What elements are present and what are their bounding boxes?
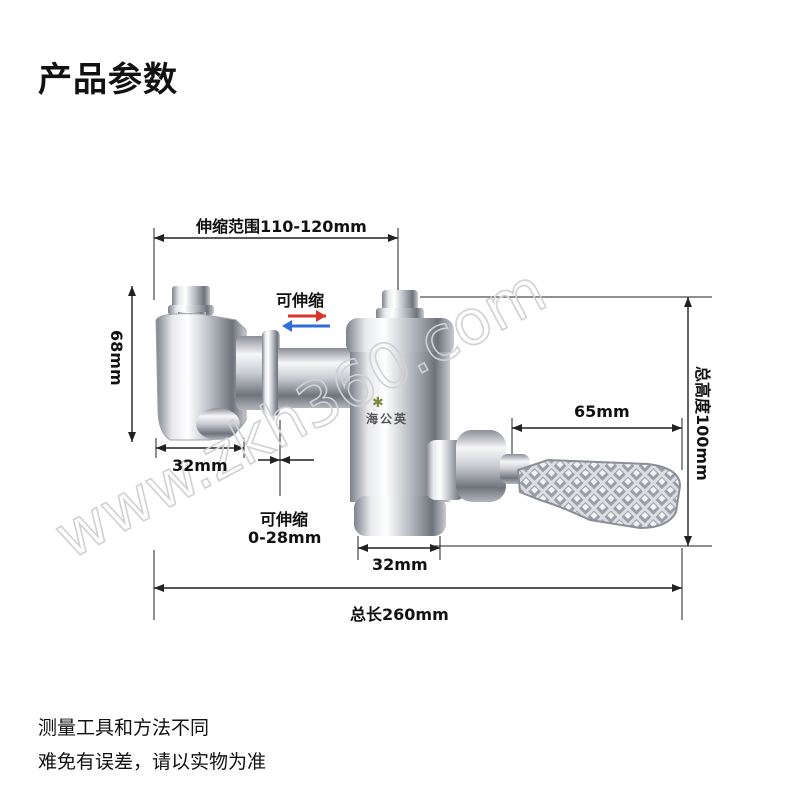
flush-valve [155, 286, 682, 536]
total-height-dimension [420, 296, 712, 547]
pedal-length-dimension [511, 418, 683, 470]
brand-logo-icon: ✱ [372, 395, 384, 411]
adjust-range-dimension [258, 420, 314, 496]
brand-label: 海公英 [366, 412, 409, 426]
telescopic-arrow-label: 可伸缩 [276, 291, 325, 310]
body-width-dimension [357, 536, 441, 560]
inlet-body [155, 286, 247, 441]
telescopic-range-dimension [153, 228, 399, 300]
adjust-range-label: 0-28mm [248, 528, 322, 547]
main-cylinder [346, 290, 454, 536]
total-length-label: 总长260mm [350, 605, 449, 624]
connector-pipe [236, 330, 354, 416]
adjust-label: 可伸缩 [260, 510, 309, 529]
total-length-dimension [153, 548, 683, 620]
body-width-label: 32mm [372, 555, 428, 574]
page-title: 产品参数 [38, 60, 178, 100]
total-height-label: 总高度100mm [693, 366, 712, 481]
telescopic-arrows [282, 310, 330, 332]
left-width-dimension [155, 438, 245, 458]
left-height-label: 68mm [107, 330, 126, 386]
telescopic-range-label: 伸缩范围110-120mm [196, 217, 367, 236]
disclaimer-line-2: 难免有误差，请以实物为准 [38, 751, 267, 773]
pedal-length-label: 65mm [574, 402, 630, 421]
disclaimer-line-1: 测量工具和方法不同 [38, 717, 210, 739]
left-width-label: 32mm [172, 456, 228, 475]
foot-pedal [426, 430, 682, 530]
left-height-dimension [128, 286, 136, 442]
